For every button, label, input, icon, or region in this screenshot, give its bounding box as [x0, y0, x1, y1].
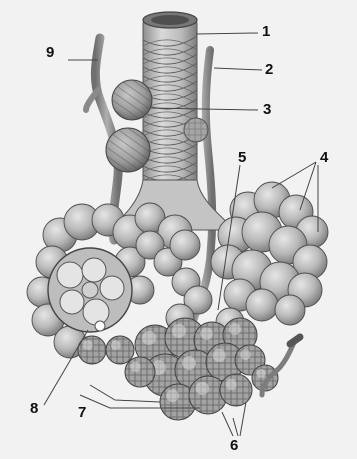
capillary-highlight	[196, 382, 209, 395]
capillary-highlight	[182, 356, 196, 370]
capillary-highlight	[166, 389, 179, 402]
capillary-highlight	[200, 327, 213, 340]
capillary-highlight	[226, 379, 237, 390]
label-4: 4	[320, 150, 328, 165]
capillary-highlight	[240, 350, 251, 361]
leader-line	[222, 402, 246, 436]
sectioned-alveolar-sac	[48, 248, 132, 332]
label-1: 1	[262, 24, 270, 39]
label-8: 8	[30, 401, 38, 416]
alveolus	[246, 289, 278, 321]
label-6: 6	[230, 438, 238, 453]
capillary-mesh	[220, 374, 252, 406]
label-9: 9	[46, 45, 54, 60]
leader-line	[196, 33, 258, 34]
capillary-mesh	[125, 357, 155, 387]
capillary-highlight	[130, 362, 141, 373]
capillary-highlight	[213, 349, 226, 362]
capillary-mesh	[106, 336, 134, 364]
capillary-highlight	[172, 324, 186, 338]
capillary-highlight	[111, 340, 121, 350]
capillary-highlight	[142, 331, 156, 345]
alveolus	[275, 295, 305, 325]
label-5: 5	[238, 150, 246, 165]
label-2: 2	[265, 62, 273, 77]
label-7: 7	[78, 405, 86, 420]
vessel-cut-end	[290, 337, 300, 344]
capillary-highlight	[257, 369, 266, 378]
label-3: 3	[263, 102, 271, 117]
bronchiole-lumen	[151, 15, 189, 25]
capillary-highlight	[229, 323, 241, 335]
capillary-highlight	[83, 340, 93, 350]
leader-line	[214, 68, 262, 70]
alveolus	[170, 230, 200, 260]
capillary-networks	[78, 318, 278, 420]
